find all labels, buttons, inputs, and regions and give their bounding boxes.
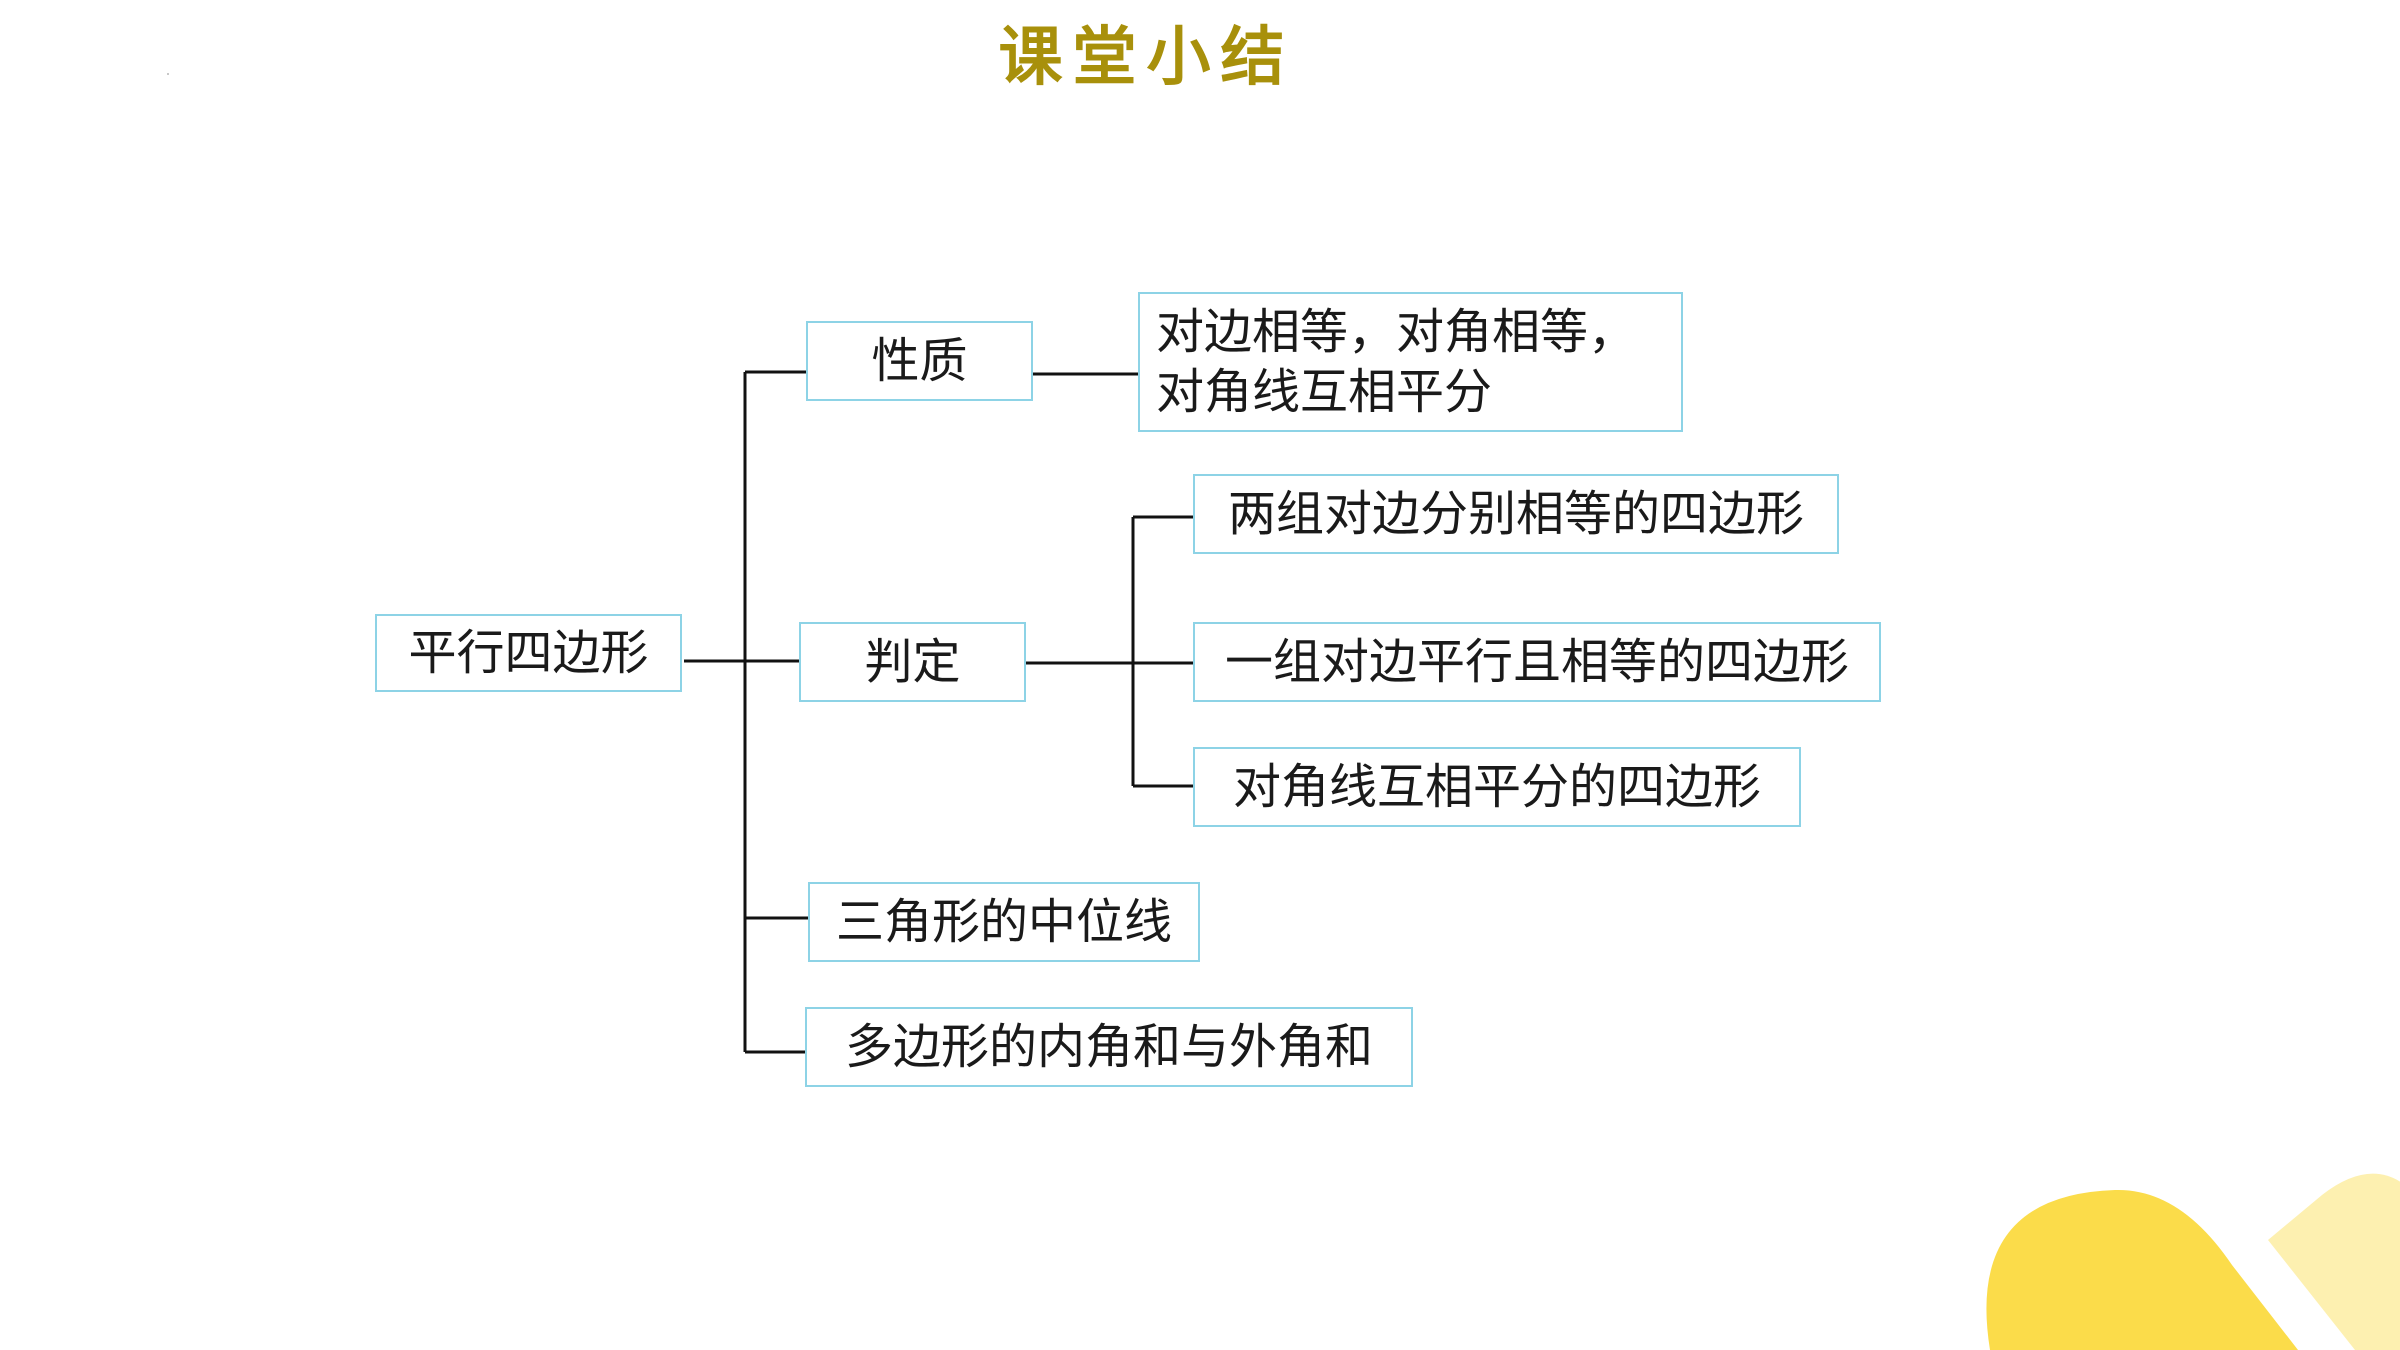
criteria-node-2: 一组对边平行且相等的四边形 xyxy=(1193,622,1881,702)
decorative-dot xyxy=(167,73,169,75)
branch-node-angles: 多边形的内角和与外角和 xyxy=(805,1007,1413,1087)
root-label: 平行四边形 xyxy=(408,625,649,681)
branch-node-midline: 三角形的中位线 xyxy=(808,882,1200,962)
branch-label: 判定 xyxy=(864,634,961,690)
criteria-label: 一组对边平行且相等的四边形 xyxy=(1224,634,1849,690)
properties-detail-label: 对边相等，对角相等，对角线互相平分 xyxy=(1156,304,1637,420)
root-node: 平行四边形 xyxy=(375,614,682,692)
branch-node-criteria: 判定 xyxy=(799,622,1026,702)
branch-label: 多边形的内角和与外角和 xyxy=(844,1019,1373,1075)
criteria-label: 两组对边分别相等的四边形 xyxy=(1227,486,1804,542)
branch-node-properties: 性质 xyxy=(806,321,1033,401)
criteria-label: 对角线互相平分的四边形 xyxy=(1232,759,1761,815)
branch-label: 性质 xyxy=(871,333,968,389)
criteria-node-1: 两组对边分别相等的四边形 xyxy=(1193,474,1839,554)
page-title: 课堂小结 xyxy=(998,21,1295,95)
criteria-node-3: 对角线互相平分的四边形 xyxy=(1193,747,1801,827)
properties-detail-node: 对边相等，对角相等，对角线互相平分 xyxy=(1138,292,1683,432)
branch-label: 三角形的中位线 xyxy=(835,894,1172,950)
